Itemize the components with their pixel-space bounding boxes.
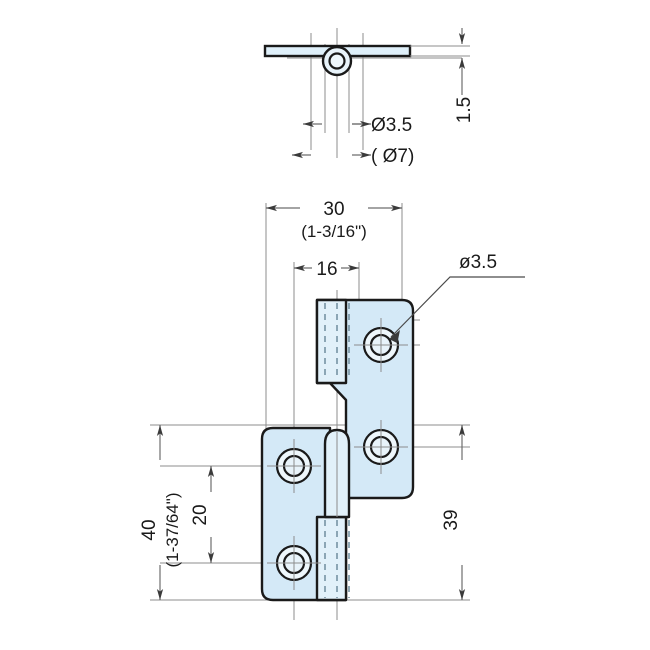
mounting-hole-upper-right (354, 318, 408, 372)
top-view-knuckle (321, 45, 353, 77)
mounting-hole-lower-right (354, 420, 408, 474)
dimension-thickness: 1.5 (410, 28, 475, 123)
callout-hole-diameter-label: ø3.5 (459, 252, 497, 273)
dimension-overall-width-label: 30 (323, 199, 344, 220)
dimension-overall-height-sublabel: (1-37/64") (163, 492, 182, 567)
center-knuckle (323, 428, 351, 519)
dimension-hole-spacing-label: 20 (190, 504, 211, 525)
dimension-top-counterbore-dia-label: ( Ø7) (371, 146, 414, 167)
dimension-overall-width: 30 (1-3/16") (266, 199, 402, 241)
dimension-top-hole-dia: Ø3.5 (303, 115, 412, 136)
top-view-group: 1.5 Ø3.5 ( Ø7) (263, 28, 475, 167)
dimension-overall-height: 40 (1-37/64") (139, 425, 182, 600)
dimension-overall-height-label: 40 (139, 519, 160, 540)
dimension-hole-spacing: 20 (190, 466, 215, 563)
front-view-group: 30 (1-3/16") 16 40 (1-37/64") 20 39 (139, 199, 525, 620)
mounting-hole-upper-left (267, 439, 321, 493)
dimension-leaf-height-label: 39 (441, 509, 462, 530)
dimension-leaf-width: 16 (294, 259, 359, 280)
dimension-leaf-width-label: 16 (316, 259, 337, 280)
dimension-leaf-height: 39 (441, 425, 466, 600)
callout-hole-diameter: ø3.5 (389, 252, 525, 343)
dimension-top-hole-dia-label: Ø3.5 (371, 115, 412, 136)
dimension-overall-width-sublabel: (1-3/16") (301, 222, 367, 241)
dimension-top-counterbore-dia: ( Ø7) (292, 146, 414, 167)
mounting-hole-lower-left (267, 536, 321, 590)
dimension-thickness-label: 1.5 (454, 97, 475, 123)
